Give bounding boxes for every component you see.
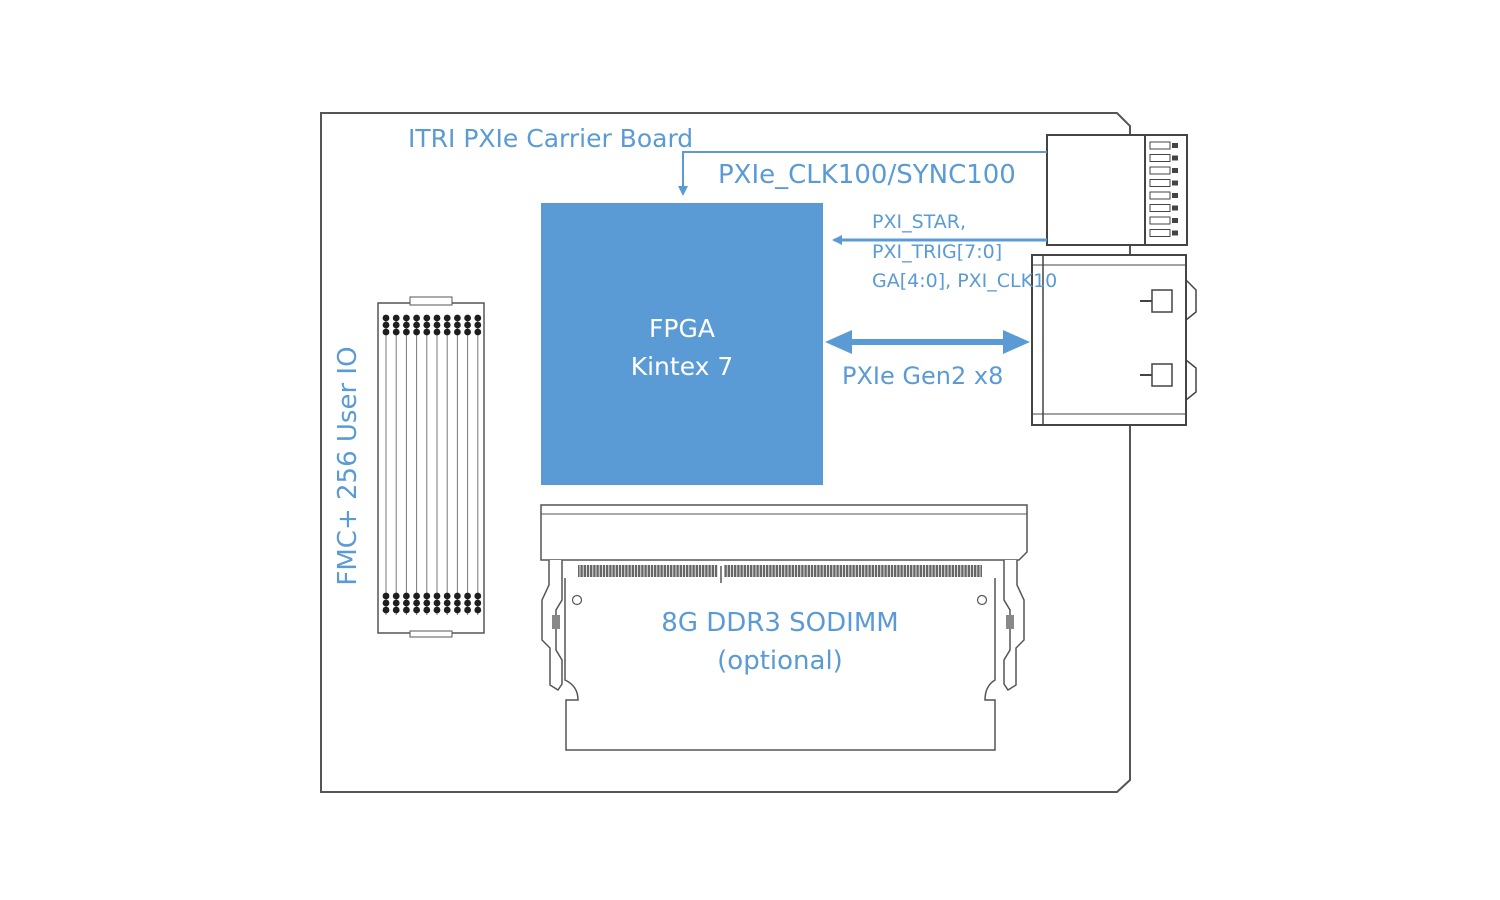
fpga-chip [541, 203, 823, 485]
fpga-label-line2: Kintex 7 [630, 352, 734, 381]
sodimm-socket [540, 504, 1028, 751]
board-title: ITRI PXIe Carrier Board [408, 124, 694, 153]
clk-sync-label: PXIe_CLK100/SYNC100 [718, 160, 1016, 190]
fpga-label-line1: FPGA [649, 314, 715, 343]
trigger-label-line3: GA[4:0], PXI_CLK10 [872, 270, 1058, 292]
sodimm-label-line2: (optional) [717, 646, 843, 676]
trigger-label-line1: PXI_STAR, [872, 211, 967, 233]
connector-pins [1149, 141, 1178, 237]
trigger-label-line2: PXI_TRIG[7:0] [872, 241, 1003, 263]
backplane-connector-upper [1046, 134, 1188, 246]
pcie-link-arrow [825, 330, 1030, 354]
fmc-connector [377, 296, 485, 638]
sodimm-label-line1: 8G DDR3 SODIMM [661, 608, 899, 638]
pcie-link-label: PXIe Gen2 x8 [842, 362, 1004, 390]
clk-sync-arrow [678, 151, 1047, 196]
fpga-label: FPGA Kintex 7 [541, 310, 823, 386]
sodimm-label: 8G DDR3 SODIMM (optional) [600, 604, 960, 680]
fmc-label: FMC+ 256 User IO [333, 346, 363, 586]
backplane-connector-lower [1031, 254, 1197, 426]
